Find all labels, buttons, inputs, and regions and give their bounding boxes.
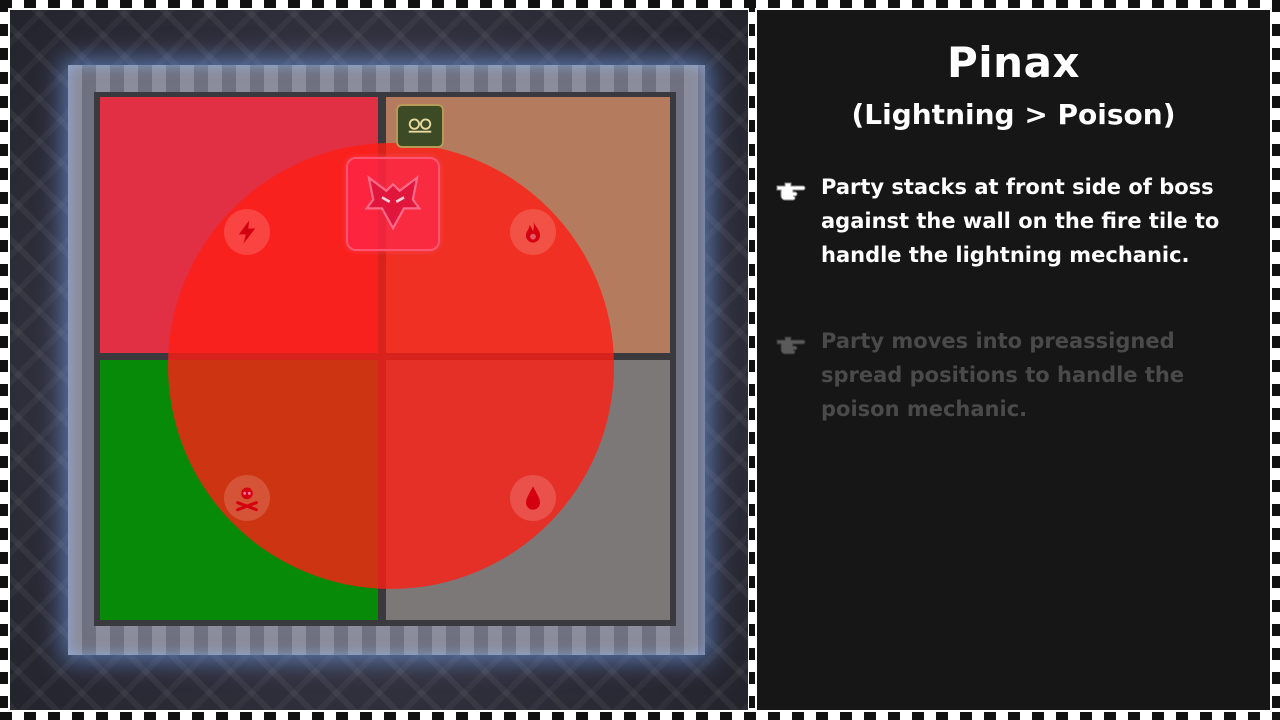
step-text: Party moves into preassigned spread posi… — [821, 329, 1185, 421]
fire-icon — [510, 209, 556, 255]
arena-floor — [94, 92, 676, 626]
pointing-hand-icon — [776, 336, 806, 355]
mechanic-subtitle: (Lightning > Poison) — [851, 98, 1176, 131]
arena-view — [10, 10, 748, 710]
boss-title: Pinax — [946, 38, 1080, 87]
step-text: Party stacks at front side of boss again… — [821, 175, 1220, 267]
water-drop-icon — [510, 475, 556, 521]
lightning-icon — [224, 209, 270, 255]
info-panel: Pinax (Lightning > Poison) Party stacks … — [757, 10, 1270, 710]
skull-crossbones-icon — [224, 475, 270, 521]
divider — [749, 0, 755, 720]
step-item: Party stacks at front side of boss again… — [775, 170, 1245, 272]
boss-marker-icon — [346, 157, 440, 251]
step-item: Party moves into preassigned spread posi… — [775, 324, 1245, 426]
party-stack-icon — [396, 104, 444, 148]
pointing-hand-icon — [776, 182, 806, 201]
